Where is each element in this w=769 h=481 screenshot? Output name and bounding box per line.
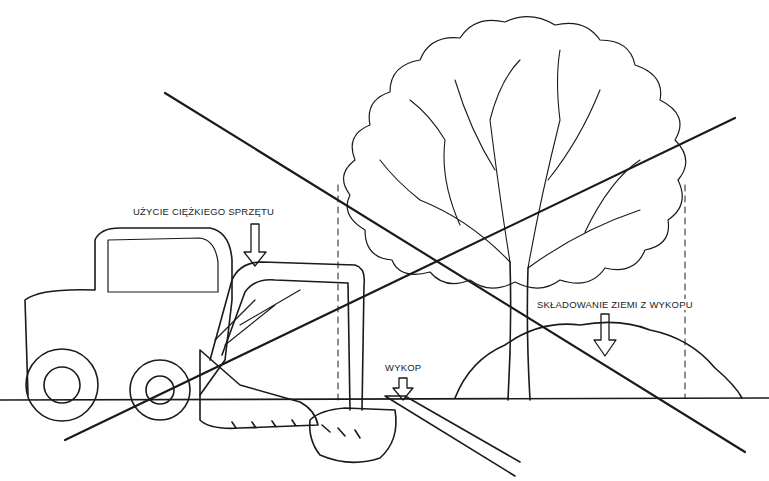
pointer-arrow [393,378,413,400]
pointer-arrow [244,224,266,266]
callout-label: SKŁADOWANIE ZIEMI Z WYKOPU [537,299,693,310]
cross-out-line [65,118,735,440]
excavator-wheel-hub [44,367,80,403]
excavator-boom [210,262,364,410]
excavator-hydraulics [215,290,300,345]
tree-crown [344,17,686,288]
callout-label: WYKOP [385,362,421,373]
excavator-wheel [26,349,98,421]
ground-line [0,398,769,400]
root-zone-line [338,185,339,400]
excavator-body [25,228,232,395]
cross-out-line [165,93,745,452]
root-zone-line [685,185,686,398]
pointer-arrow [594,314,616,356]
callout-label: UŻYCIE CIĘŻKIEGO SPRZĘTU [133,206,274,217]
excavator-wheel [130,360,190,420]
tree-trunk [508,262,530,400]
trench [385,396,520,476]
tree-branches [380,50,640,268]
excavator-window [108,238,218,292]
loader-bucket [200,350,318,428]
excavator-bucket [310,408,396,462]
